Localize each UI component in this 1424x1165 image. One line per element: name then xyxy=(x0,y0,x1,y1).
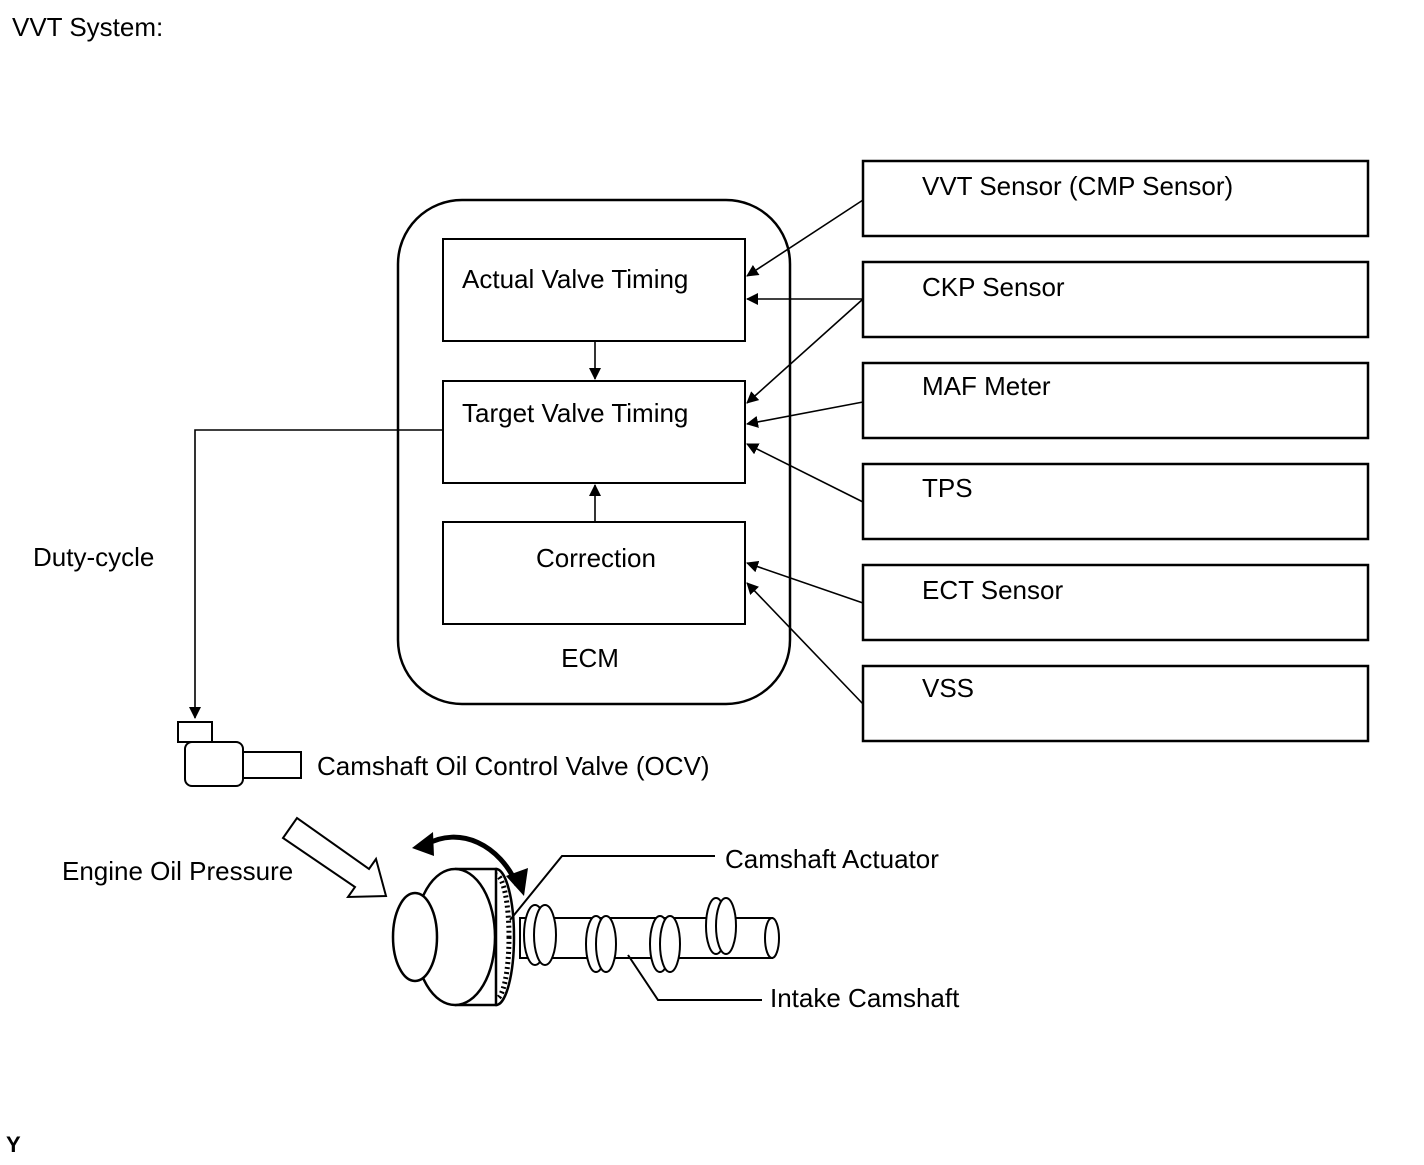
camshaft-actuator-icon xyxy=(391,867,516,1007)
ecm-enclosure xyxy=(396,198,792,706)
ecm-label: ECM xyxy=(561,643,619,673)
rotation-arrowhead-left-icon xyxy=(412,832,434,856)
rotation-arrowhead-right-icon xyxy=(506,868,528,896)
sensor-ckp: CKP Sensor xyxy=(861,260,1370,339)
sensor-maf-label: MAF Meter xyxy=(922,371,1051,401)
page-title: VVT System: xyxy=(12,12,163,42)
sensor-ect-label: ECT Sensor xyxy=(922,575,1063,605)
sensor-vvt: VVT Sensor (CMP Sensor) xyxy=(861,159,1370,238)
sensor-ckp-label: CKP Sensor xyxy=(922,272,1065,302)
ocv-icon xyxy=(177,721,302,787)
ocv-label: Camshaft Oil Control Valve (OCV) xyxy=(317,751,710,781)
sensor-tps-label: TPS xyxy=(922,473,973,503)
arrow-ect-to-correction xyxy=(746,560,864,604)
sensor-vss: VSS xyxy=(861,664,1370,743)
sensor-vss-label: VSS xyxy=(922,673,974,703)
actuator-label: Camshaft Actuator xyxy=(725,844,939,874)
block-actual-valve-timing: Actual Valve Timing xyxy=(442,238,746,342)
sensor-ect: ECT Sensor xyxy=(861,563,1370,642)
arrow-ckp-to-target xyxy=(746,298,864,404)
sensor-maf: MAF Meter xyxy=(861,361,1370,440)
oil-pressure-label: Engine Oil Pressure xyxy=(62,856,293,886)
block-target-valve-timing: Target Valve Timing xyxy=(442,380,746,484)
block-correction-label: Correction xyxy=(536,543,656,573)
arrow-maf-to-target xyxy=(746,401,864,428)
camshaft-label: Intake Camshaft xyxy=(770,983,960,1013)
rotation-arc xyxy=(423,834,520,886)
corner-mark: Y xyxy=(6,1132,21,1157)
sensor-vvt-label: VVT Sensor (CMP Sensor) xyxy=(922,171,1233,201)
arrow-vss-to-correction xyxy=(746,582,864,705)
camshaft-leader-line xyxy=(627,954,762,1001)
camshaft-icon xyxy=(519,897,780,973)
arrow-tps-to-target xyxy=(746,443,864,503)
block-target-label: Target Valve Timing xyxy=(462,398,688,428)
actuator-leader-line xyxy=(509,855,715,921)
oil-pressure-arrow-icon xyxy=(281,816,388,899)
arrow-vvt-to-actual xyxy=(746,199,864,277)
block-actual-label: Actual Valve Timing xyxy=(462,264,688,294)
sensor-tps: TPS xyxy=(861,462,1370,541)
duty-cycle-line xyxy=(189,429,443,719)
block-correction: Correction xyxy=(442,521,746,625)
duty-cycle-label: Duty-cycle xyxy=(33,542,154,572)
